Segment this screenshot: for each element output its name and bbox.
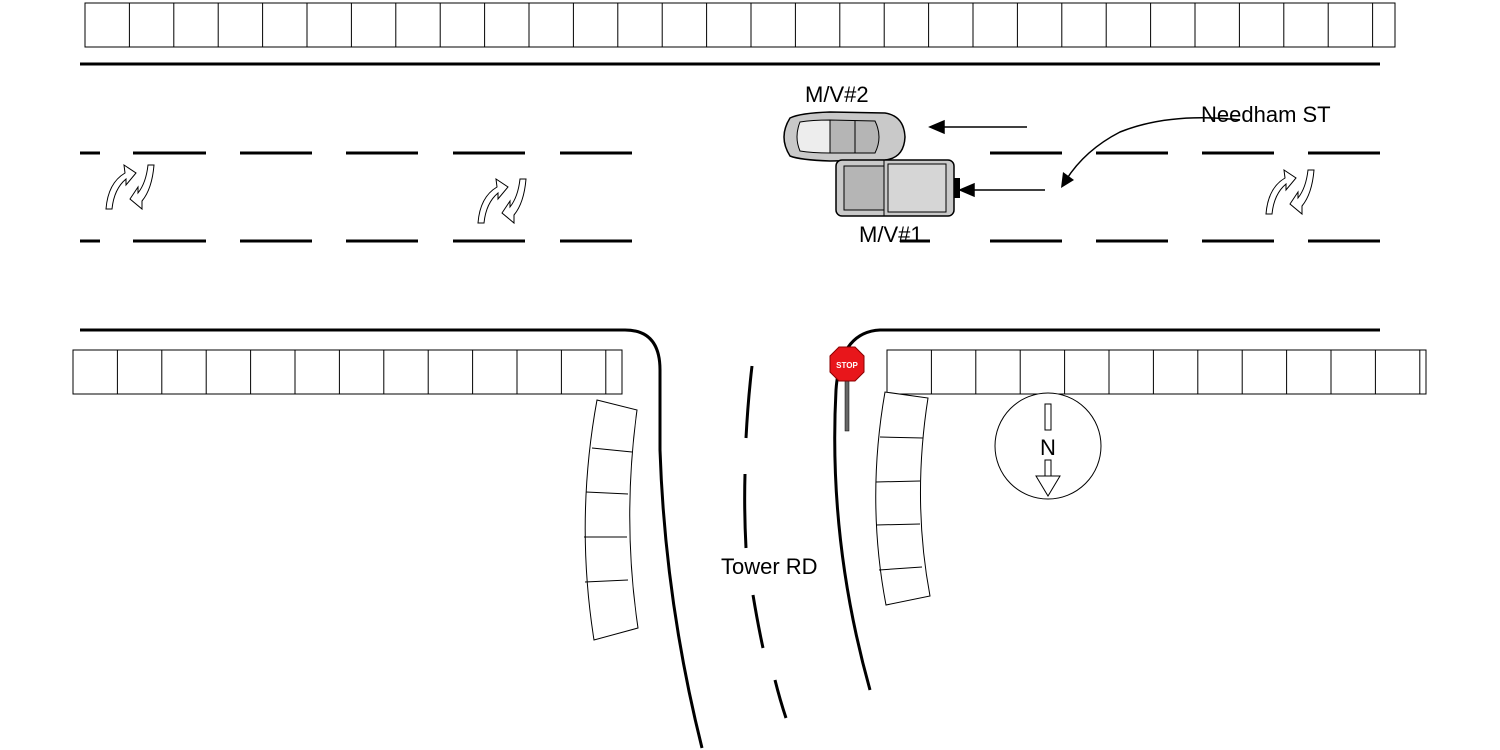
turn-arrow-pair-icon <box>1265 168 1315 216</box>
vehicle-1-truck <box>835 159 960 217</box>
street-label-needham: Needham ST <box>1201 102 1331 127</box>
tower-rd-centerline <box>743 365 788 719</box>
vehicle-2-label: M/V#2 <box>805 82 869 107</box>
turn-arrow-pair-icon <box>105 163 155 211</box>
road-edge-south-east <box>833 328 1380 691</box>
sidewalk-bottom-west <box>72 349 623 395</box>
stop-sign-label: STOP <box>836 361 858 370</box>
street-label-tower: Tower RD <box>721 554 818 579</box>
sidewalk-tower-west <box>584 399 639 641</box>
turn-arrows-icon <box>105 163 1315 225</box>
stop-sign-icon: STOP <box>829 346 865 432</box>
road-edge-south-west <box>80 328 704 749</box>
vehicle-2-car <box>783 111 906 162</box>
sidewalk-bottom-east <box>886 349 1427 395</box>
pointer-arrow-icon <box>1061 117 1241 188</box>
north-compass-icon: N <box>994 392 1102 500</box>
sidewalk-top <box>84 2 1396 48</box>
turn-arrow-pair-icon <box>477 177 527 225</box>
direction-arrow-icon <box>928 119 1045 198</box>
sidewalk-tower-east <box>875 391 931 606</box>
north-label: N <box>1040 435 1056 460</box>
vehicle-1-label: M/V#1 <box>859 222 923 247</box>
